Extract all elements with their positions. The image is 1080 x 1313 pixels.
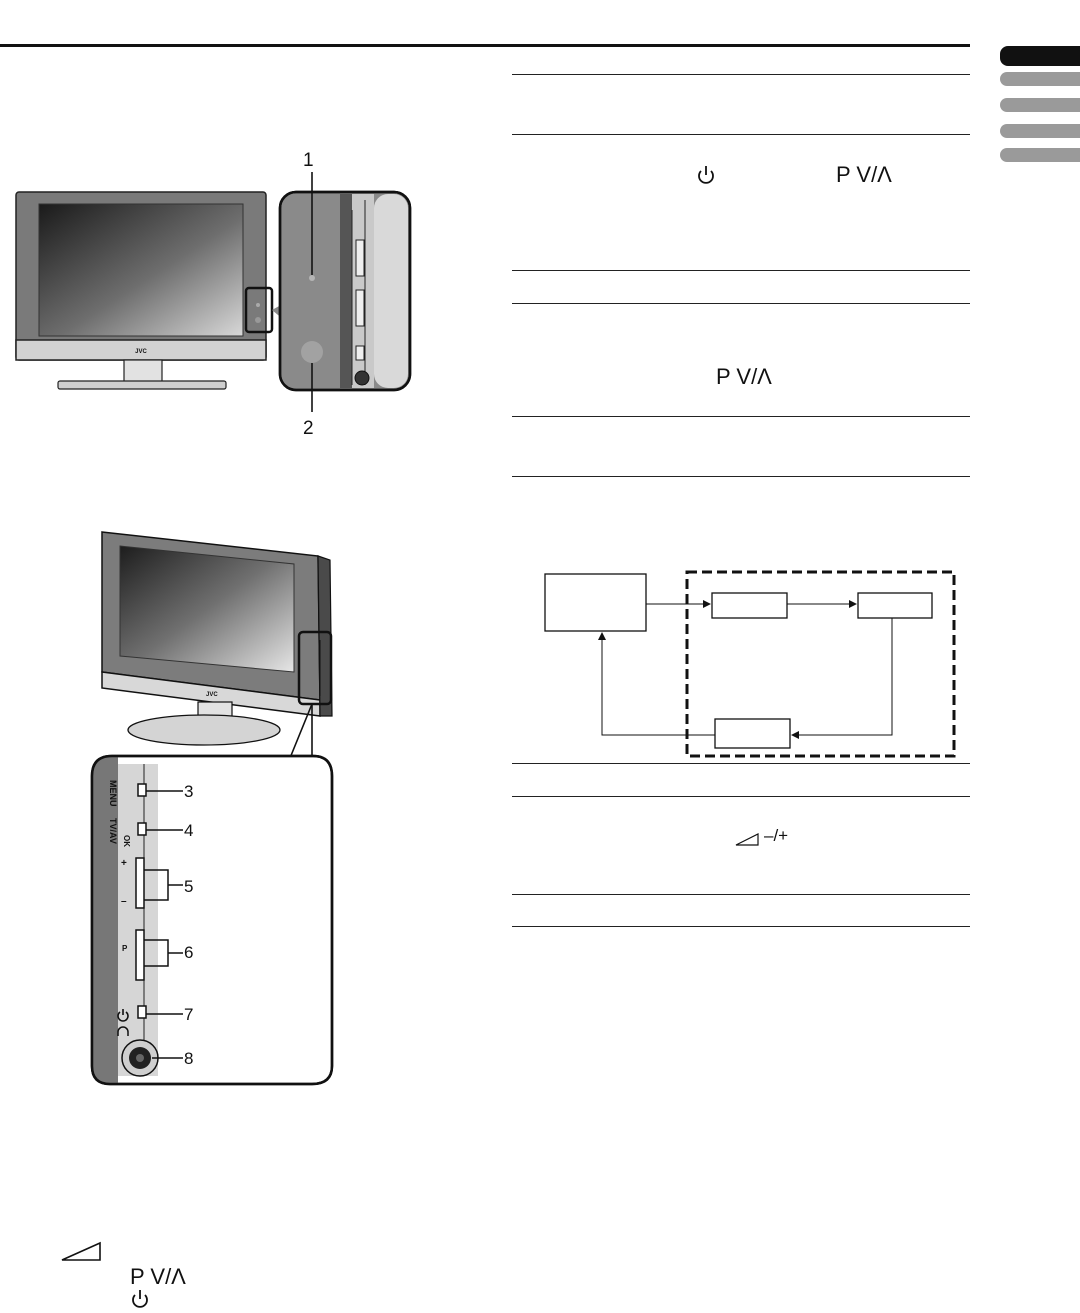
table-rule-3 — [512, 270, 970, 271]
zoom-connector — [289, 703, 313, 759]
tv-front-illustration: JVC — [15, 172, 412, 412]
callout-8: 8 — [184, 1049, 194, 1068]
svg-text:JVC: JVC — [135, 349, 147, 355]
section-tab-active[interactable] — [1000, 46, 1080, 66]
flow-box-b — [857, 592, 933, 619]
section-tab-5[interactable] — [1000, 148, 1080, 162]
section-tab-3[interactable] — [1000, 98, 1080, 112]
flow-box-source — [544, 573, 647, 632]
callout-5: 5 — [184, 877, 194, 896]
panel-label-tvav: TV/AV — [108, 818, 118, 844]
volume-label: –/+ — [764, 826, 789, 845]
program-label-1: P V/Λ — [836, 162, 892, 187]
legend-volume-icon — [61, 1241, 101, 1261]
callout-1: 1 — [303, 150, 314, 171]
flow-box-c — [714, 718, 791, 749]
flow-diagram — [544, 570, 956, 758]
section-tab-4[interactable] — [1000, 124, 1080, 138]
svg-text:JVC: JVC — [206, 692, 218, 698]
power-icon — [698, 166, 714, 184]
flow-dashed-group — [685, 570, 956, 758]
panel-label-minus: – — [121, 896, 127, 907]
panel-headphone-icon — [117, 1026, 129, 1036]
table-rule-8 — [512, 796, 970, 797]
callout-7: 7 — [184, 1005, 194, 1024]
side-control-panel — [90, 754, 334, 1086]
tv-angled-illustration: JVC — [101, 531, 333, 746]
table-rule-4 — [512, 303, 970, 304]
table-rule-5 — [512, 416, 970, 417]
callout-6: 6 — [184, 943, 194, 962]
panel-label-plus: + — [121, 858, 127, 869]
panel-label-p: P — [122, 944, 128, 953]
callout-3: 3 — [184, 782, 194, 801]
table-rule-10 — [512, 926, 970, 927]
table-rule-6 — [512, 476, 970, 477]
volume-ramp-icon — [735, 833, 759, 846]
legend-power-icon — [132, 1290, 148, 1308]
panel-label-ok: OK — [122, 835, 131, 847]
callout-4: 4 — [184, 821, 194, 840]
flow-box-a — [711, 592, 788, 619]
legend-program-label: P V/Λ — [130, 1264, 186, 1289]
panel-power-icon — [117, 1009, 129, 1022]
callout-2: 2 — [303, 418, 314, 439]
table-rule-1 — [512, 74, 970, 75]
table-rule-2 — [512, 134, 970, 135]
program-label-2: P V/Λ — [716, 364, 772, 389]
panel-label-menu: MENU — [108, 780, 118, 807]
section-tab-2[interactable] — [1000, 72, 1080, 86]
header-rule — [0, 44, 970, 47]
table-rule-7 — [512, 763, 970, 764]
table-rule-9 — [512, 894, 970, 895]
